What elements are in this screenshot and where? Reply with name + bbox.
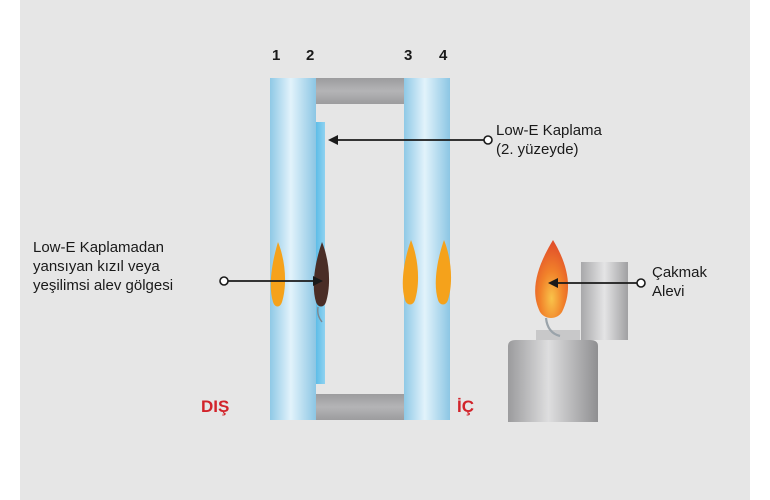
coating-callout-arrow [328,135,338,145]
spacer-top [314,78,406,104]
flame-shadow-surface-2 [313,242,330,307]
lighter-flame [535,240,569,318]
reflection-callout-arrow [313,276,323,286]
reflection-callout-line-2: yansıyan kızıl veya [33,258,160,275]
surface-number-2: 2 [306,47,315,64]
reflection-callout-text: Low-E Kaplamadan yansıyan kızıl veya yeş… [33,238,173,295]
reflection-callout-dot [219,276,229,286]
lighter-callout-line-1: Çakmak [652,264,708,281]
lighter-wick [544,317,561,338]
flame-reflection-surface-1 [270,242,286,307]
spacer-bottom [314,394,406,420]
lighter-callout-dot [636,278,646,288]
coating-callout-line-1: Low-E Kaplama [496,122,602,139]
surface-number-3: 3 [404,47,413,64]
lighter-callout-line-2: Alevi [652,283,685,300]
reflection-callout-line-3: yeşilimsi alev gölgesi [33,277,174,294]
coating-callout-dot [483,135,493,145]
surface-number-1: 1 [272,47,281,64]
lighter-body [508,340,598,422]
flame-reflection-surface-3 [402,240,419,305]
outside-label: DIŞ [201,397,230,416]
lighter-cap [581,262,628,340]
flame-shadow-wick [317,306,323,323]
reflection-callout-line-1: Low-E Kaplamadan [33,239,164,256]
inside-label: İÇ [457,397,474,416]
coating-callout-text: Low-E Kaplama (2. yüzeyde) [496,121,602,159]
lighter-callout-arrow [548,278,558,288]
coating-callout-line-2: (2. yüzeyde) [496,141,579,158]
surface-number-4: 4 [439,47,448,64]
lighter-callout-text: Çakmak Alevi [652,263,707,301]
flame-reflection-surface-4 [435,240,452,305]
